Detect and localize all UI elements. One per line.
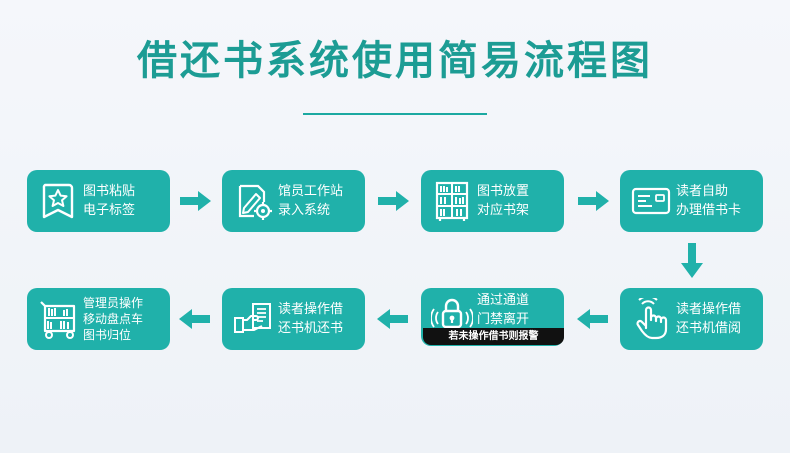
title-underline bbox=[303, 113, 487, 115]
step-label: 图书放置 对应书架 bbox=[477, 184, 530, 218]
arrow-right-icon bbox=[578, 191, 609, 211]
step-shelve-books: 图书放置 对应书架 bbox=[421, 170, 564, 232]
arrow-right-icon bbox=[378, 191, 409, 211]
page-title: 借还书系统使用简易流程图 bbox=[137, 38, 653, 84]
arrow-left-icon bbox=[577, 309, 608, 329]
arrow-right-icon bbox=[180, 191, 211, 211]
step-inventory-cart-reshelve: 管理员操作 移动盘点车 图书归位 bbox=[27, 288, 170, 350]
step-label: 馆员工作站 录入系统 bbox=[278, 184, 344, 218]
step-apply-library-card: 读者自助 办理借书卡 bbox=[620, 170, 763, 232]
step-label: 通过通道 门禁离开 bbox=[477, 293, 530, 327]
step-return-at-machine: 读者操作借 还书机还书 bbox=[222, 288, 365, 350]
book-cart-icon bbox=[40, 301, 76, 339]
arrow-down-icon bbox=[681, 243, 703, 278]
edit-gear-icon bbox=[238, 184, 272, 220]
step-librarian-workstation: 馆员工作站 录入系统 bbox=[222, 170, 365, 232]
card-icon bbox=[631, 187, 671, 215]
arrow-left-icon bbox=[179, 309, 210, 329]
step-label: 读者操作借 还书机借阅 bbox=[676, 302, 742, 336]
hand-document-icon bbox=[234, 303, 271, 333]
bookshelf-icon bbox=[435, 181, 469, 221]
step-borrow-at-machine: 读者操作借 还书机借阅 bbox=[620, 288, 763, 350]
arrow-left-icon bbox=[377, 309, 408, 329]
step-label: 读者自助 办理借书卡 bbox=[676, 184, 742, 218]
touch-hand-icon bbox=[636, 298, 668, 340]
step-exit-security-gate: 通过通道 门禁离开 bbox=[421, 288, 564, 346]
step-label: 读者操作借 还书机还书 bbox=[278, 302, 344, 336]
security-lock-icon bbox=[431, 298, 473, 329]
step-label: 管理员操作 移动盘点车 图书归位 bbox=[83, 296, 144, 342]
book-star-icon bbox=[42, 183, 74, 219]
step-label: 图书粘贴 电子标签 bbox=[83, 184, 136, 218]
alarm-warning-banner: 若未操作借书则报警 bbox=[423, 328, 564, 345]
step-attach-rfid-tag: 图书粘贴 电子标签 bbox=[27, 170, 170, 232]
